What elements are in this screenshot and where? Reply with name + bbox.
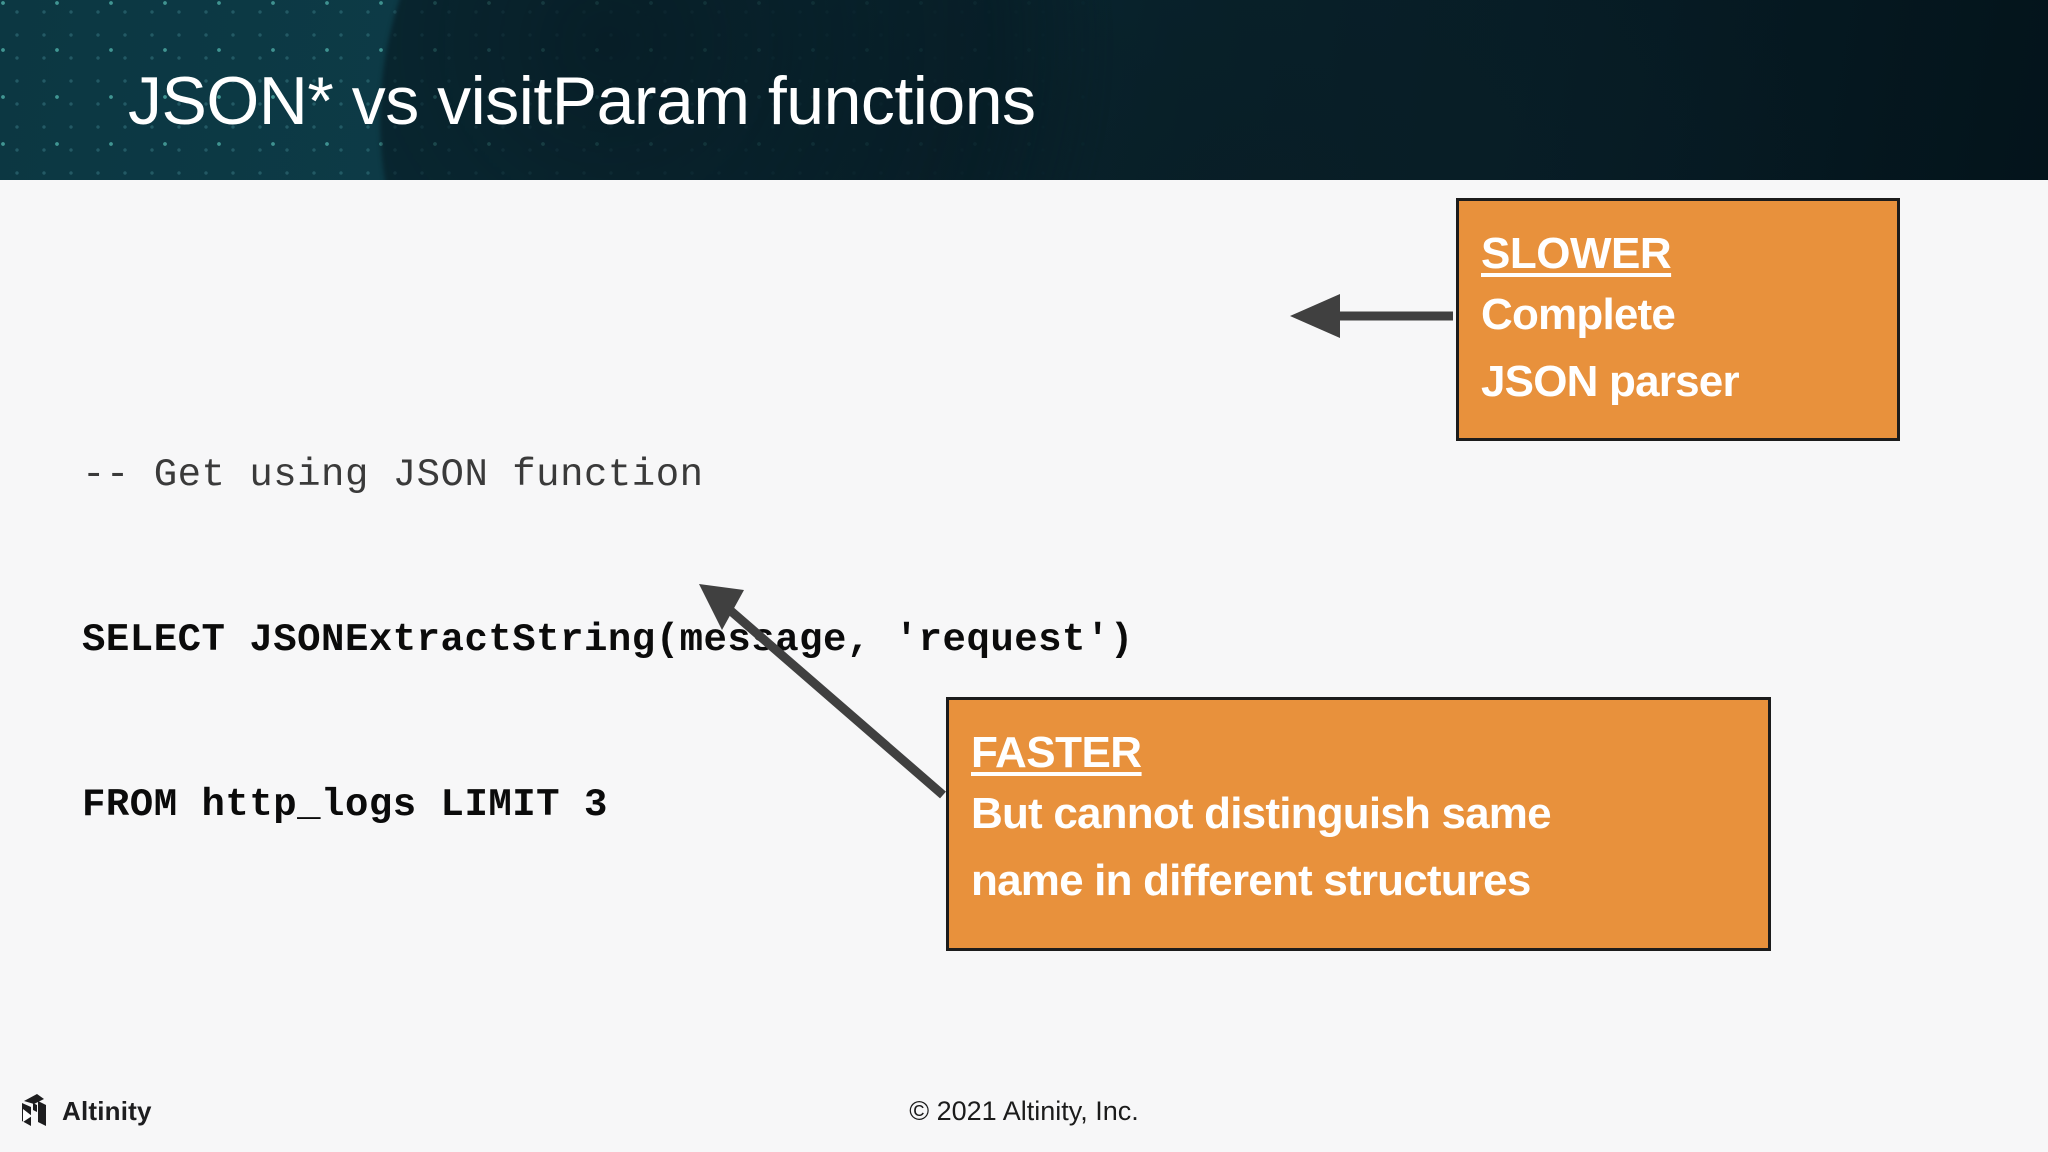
footer-brand: Altinity — [16, 1092, 152, 1130]
footer-copyright: © 2021 Altinity, Inc. — [909, 1096, 1139, 1126]
code-area: -- Get using JSON function SELECT JSONEx… — [82, 228, 1277, 1152]
arrow-to-json-function — [1290, 294, 1453, 338]
callout-slower-line-1: Complete — [1481, 290, 1676, 339]
callout-slower-body: Complete JSON parser — [1481, 281, 1875, 415]
callout-slower-line-2: JSON parser — [1481, 357, 1740, 406]
callout-faster-body: But cannot distinguish same name in diff… — [971, 780, 1746, 914]
altinity-logo-icon — [22, 1094, 46, 1126]
code-line-from: FROM http_logs LIMIT 3 — [82, 783, 608, 827]
callout-slower: SLOWER Complete JSON parser — [1456, 198, 1900, 441]
callout-faster: FASTER But cannot distinguish same name … — [946, 697, 1771, 951]
code-comment: -- Get using JSON function — [82, 453, 704, 497]
callout-faster-line-2: name in different structures — [971, 856, 1531, 905]
code-line-select: SELECT JSONExtractString(message, 'reque… — [82, 618, 1134, 662]
footer-brand-label: Altinity — [62, 1095, 152, 1126]
callout-slower-heading: SLOWER — [1481, 229, 1672, 278]
page-title: JSON* vs visitParam functions — [128, 63, 1036, 139]
callout-faster-heading: FASTER — [971, 728, 1142, 777]
slide-header-banner — [0, 0, 2048, 180]
header-swoosh-shape — [380, 0, 1140, 180]
callout-faster-line-1: But cannot distinguish same — [971, 789, 1552, 838]
